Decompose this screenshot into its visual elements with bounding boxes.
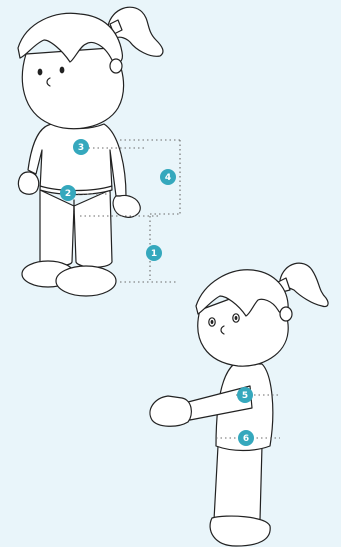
right-eye — [59, 66, 65, 74]
marker-3-label: 3 — [78, 143, 84, 153]
ear — [109, 58, 123, 74]
hair-2 — [195, 269, 289, 317]
nose-2 — [220, 325, 225, 335]
ponytail-2 — [279, 262, 329, 308]
marker-6: 6 — [238, 430, 254, 446]
shoe-2 — [209, 515, 271, 547]
marker-3: 3 — [73, 139, 89, 155]
left-hand — [17, 171, 40, 195]
nose — [46, 77, 51, 87]
marker-1: 1 — [146, 245, 162, 261]
left-pupil-2 — [210, 320, 214, 324]
left-eye — [37, 68, 43, 76]
doll-front-view — [17, 6, 164, 297]
marker-2: 2 — [60, 185, 76, 201]
hand-2 — [149, 395, 192, 427]
ear-2 — [279, 306, 293, 322]
hair — [17, 12, 123, 64]
right-shoe — [55, 265, 117, 297]
waistband — [39, 185, 113, 192]
head — [21, 47, 125, 130]
doll-side-view — [149, 262, 329, 547]
left-leg — [39, 189, 75, 267]
right-hand — [112, 194, 141, 218]
marker-5: 5 — [237, 387, 253, 403]
marker-4: 4 — [160, 169, 176, 185]
marker-5-label: 5 — [242, 391, 248, 401]
leg-2 — [213, 445, 263, 526]
ponytail — [107, 6, 164, 57]
shirt — [27, 123, 127, 197]
marker-6-label: 6 — [243, 434, 249, 444]
right-leg — [73, 189, 113, 268]
marker-2-label: 2 — [65, 189, 71, 199]
right-pupil-2 — [234, 316, 238, 320]
marker-1-label: 1 — [151, 249, 157, 259]
marker-4-label: 4 — [165, 173, 171, 183]
